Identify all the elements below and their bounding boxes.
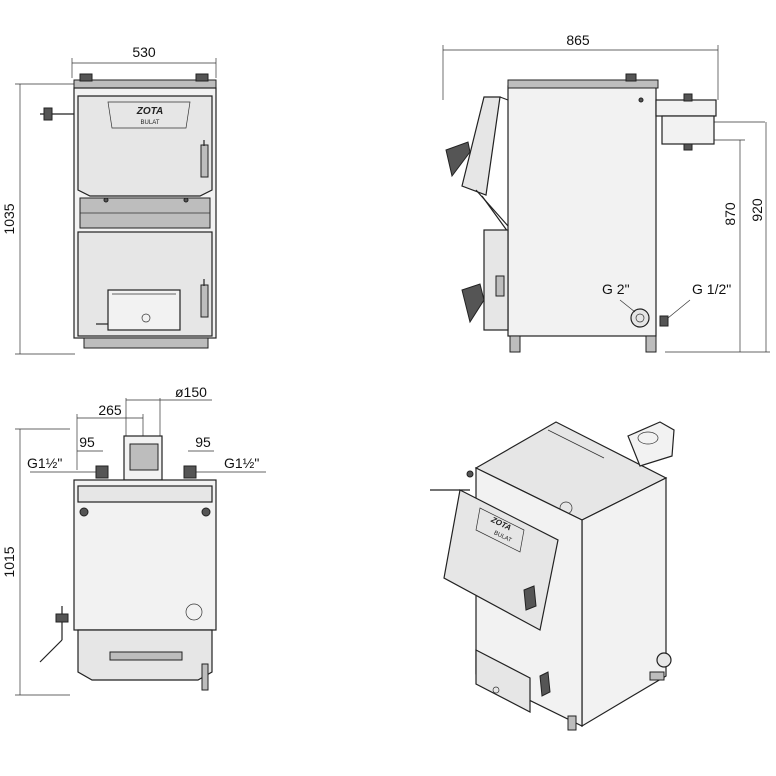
- top-g112-right-label: G1½": [224, 455, 259, 471]
- front-view: 530 1035 ZOTA BULAT: [1, 44, 217, 355]
- front-logo-plate: [107, 101, 191, 129]
- front-base: [83, 337, 209, 349]
- top-round-cap: [185, 603, 203, 621]
- side-body: [507, 85, 657, 337]
- front-bolt-right: [183, 197, 189, 203]
- front-door-handle-top: [200, 144, 209, 178]
- side-g2-label: G 2": [602, 281, 630, 297]
- top-view: ø150 265 95 95 G1½" G1½" 1015: [1, 384, 266, 696]
- front-top-nozzle-right: [195, 73, 209, 82]
- top-bolt-left: [79, 507, 89, 517]
- iso-rear-leg: [649, 671, 665, 681]
- side-lower-handle: [461, 283, 485, 324]
- front-logo-text: ZOTA: [136, 106, 163, 117]
- top-body: [73, 479, 217, 631]
- iso-front-leg: [567, 715, 577, 731]
- iso-flue-opening: [637, 431, 659, 445]
- front-lever-knob: [43, 107, 53, 121]
- side-bolt: [638, 97, 644, 103]
- side-leg-front: [509, 335, 521, 353]
- front-top-cap: [73, 79, 217, 89]
- front-loading-door: [77, 95, 213, 197]
- top-95-right-label: 95: [195, 434, 211, 450]
- isometric-view: ZOTA BULAT: [430, 421, 675, 731]
- iso-top-seam: [547, 429, 605, 459]
- side-g12-label: G 1/2": [692, 281, 731, 297]
- side-top-cap: [507, 79, 659, 89]
- side-door-hinge: [499, 96, 509, 101]
- side-door-chain-2: [481, 195, 509, 233]
- top-g112-left-label: G1½": [27, 455, 62, 471]
- side-height-label-920: 920: [749, 198, 765, 222]
- side-lower-latch: [495, 275, 505, 297]
- side-view: 865 870 920 G 2": [442, 32, 770, 353]
- front-top-nozzle-left: [79, 73, 93, 82]
- front-door-handle-bottom: [200, 284, 209, 318]
- side-g12-drain: [659, 315, 669, 327]
- top-nozzle-right: [183, 465, 197, 479]
- side-flue-drain: [683, 143, 693, 151]
- side-flue-nipple: [683, 93, 693, 102]
- side-g2-leader: [619, 299, 636, 313]
- iso-top-nozzle: [466, 470, 474, 478]
- front-lower-panel: [77, 231, 213, 337]
- side-g2-outlet-inner: [635, 313, 645, 323]
- top-door-handle: [201, 663, 209, 691]
- top-door-logo-strip: [109, 651, 183, 661]
- side-flue-collar: [655, 99, 717, 117]
- top-depth-label: 1015: [1, 546, 17, 577]
- front-ash-door-knob: [141, 313, 151, 323]
- front-height-label: 1035: [1, 203, 17, 234]
- iso-lower-handle: [539, 671, 551, 697]
- side-height-label-870: 870: [722, 202, 738, 226]
- side-leg-rear: [645, 335, 657, 353]
- iso-right-face: [581, 477, 667, 728]
- iso-ash-knob: [492, 686, 500, 694]
- iso-ash-door: [475, 649, 531, 713]
- front-bolt-left: [103, 197, 109, 203]
- top-lever-arm: [39, 639, 63, 663]
- iso-logo-plate: [475, 507, 525, 553]
- top-flue-inner: [129, 443, 159, 471]
- side-door-handle: [445, 141, 471, 178]
- side-depth-label: 865: [566, 32, 590, 48]
- top-lever-knob: [55, 613, 69, 623]
- top-bolt-right: [201, 507, 211, 517]
- front-width-label: 530: [132, 44, 156, 60]
- side-open-door: [461, 96, 501, 196]
- front-ash-door: [107, 289, 181, 331]
- front-model-text: BULAT: [141, 120, 160, 126]
- top-95-left-label: 95: [79, 434, 95, 450]
- side-g12-leader: [667, 299, 691, 319]
- iso-g2-outlet: [656, 652, 672, 668]
- side-g2-outlet: [630, 308, 650, 328]
- iso-door-handle: [523, 585, 537, 611]
- side-flue-pipe: [661, 115, 715, 145]
- side-top-nozzle: [625, 73, 637, 82]
- top-nozzle-left: [95, 465, 109, 479]
- top-265-label: 265: [98, 402, 122, 418]
- top-front-edge: [77, 485, 213, 503]
- top-d150-label: ø150: [175, 384, 207, 400]
- side-door-chain: [475, 189, 509, 227]
